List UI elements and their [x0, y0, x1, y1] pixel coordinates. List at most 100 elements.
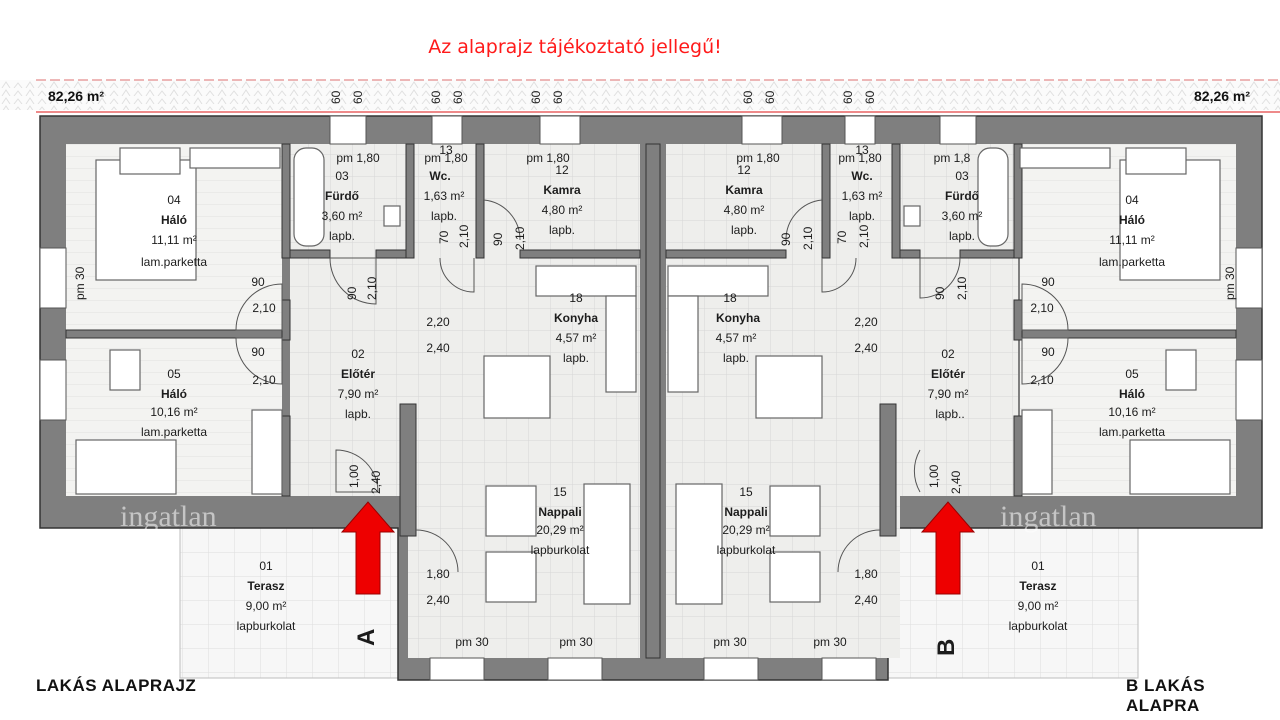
top-dim-10: 60 [863, 90, 877, 104]
room-a-02-num: 02 [351, 347, 365, 361]
room-b-15-area: 20,29 m² [722, 523, 769, 537]
dim-b-door-210-1: 2,10 [1030, 301, 1054, 315]
top-dim-8: 60 [763, 90, 777, 104]
top-dim-7: 60 [741, 90, 755, 104]
dim-b-door-90-1: 90 [1041, 275, 1055, 289]
bed-a-05 [75, 439, 177, 495]
room-a-03-name: Fürdő [325, 189, 359, 203]
room-b-03-area: 3,60 m² [942, 209, 983, 223]
room-a-02-area: 7,90 m² [338, 387, 379, 401]
sofa-b [675, 483, 723, 605]
top-dim-2: 60 [351, 90, 365, 104]
room-a-12-pm: pm 1,80 [526, 151, 570, 165]
dim-b-door-90-2: 90 [1041, 345, 1055, 359]
dim-a-open-220: 2,20 [426, 315, 450, 329]
dim-b-entry-100: 1,00 [927, 464, 941, 488]
room-a-18-num: 18 [569, 291, 583, 305]
room-a-12-num: 12 [555, 163, 569, 177]
dim-b-door-210-4: 2,10 [857, 224, 871, 248]
room-a-01-num: 01 [259, 559, 273, 573]
room-b-13-pm: pm 1,80 [838, 151, 882, 165]
floor-hall-a [290, 258, 408, 496]
dim-b-door-70: 70 [835, 230, 849, 244]
room-b-02-name: Előtér [931, 367, 965, 381]
room-a-05-floor: lam.parketta [141, 425, 207, 439]
room-b-12-floor: lapb. [731, 223, 757, 237]
room-b-12-area: 4,80 m² [724, 203, 765, 217]
terrace-b-paving [867, 527, 1139, 679]
room-a-15-name: Nappali [538, 505, 581, 519]
room-a-13-floor: lapb. [431, 209, 457, 223]
top-dim-1: 60 [329, 90, 343, 104]
room-b-18-floor: lapb. [723, 351, 749, 365]
area-label-a: 82,26 m² [48, 88, 105, 104]
interior-walls-a [65, 143, 641, 537]
footer-label-b: B LAKÁS ALAPRA [1126, 676, 1206, 715]
entrance-arrow-a [340, 501, 396, 595]
room-b-05-floor: lam.parketta [1099, 425, 1165, 439]
armchair-a-2 [485, 551, 537, 603]
room-b-04-area: 11,11 m² [1109, 233, 1155, 247]
room-b-15-num: 15 [739, 485, 753, 499]
room-b-13-floor: lapb. [849, 209, 875, 223]
room-a-03-num: 03 [335, 169, 349, 183]
dim-a-door-210-2: 2,10 [252, 373, 276, 387]
room-a-04-name: Háló [161, 213, 187, 227]
room-a-02-floor: lapb. [345, 407, 371, 421]
floor-wc-b [830, 144, 892, 258]
dining-table-b [755, 355, 823, 419]
room-a-05-num: 05 [167, 367, 181, 381]
room-a-05-area: 10,16 m² [150, 405, 197, 419]
dim-b-open-240: 2,40 [854, 341, 878, 355]
furniture [75, 147, 1231, 605]
room-b-18-num: 18 [723, 291, 737, 305]
entrance-arrow-b [920, 501, 976, 595]
dim-b-pm30-side: pm 30 [1223, 266, 1237, 300]
room-b-15-name: Nappali [724, 505, 767, 519]
room-b-03-floor: lapb. [949, 229, 975, 243]
interior-walls-b [665, 143, 1237, 537]
room-a-15-area: 20,29 m² [536, 523, 583, 537]
room-a-01-name: Terasz [247, 579, 284, 593]
room-a-15-floor: lapburkolat [531, 543, 590, 557]
room-a-01-floor: lapburkolat [237, 619, 296, 633]
kitchen-counter-b [667, 265, 769, 297]
room-b-05-area: 10,16 m² [1108, 405, 1155, 419]
room-b-05-num: 05 [1125, 367, 1139, 381]
room-a-12-name: Kamra [543, 183, 581, 197]
room-b-13-area: 1,63 m² [842, 189, 883, 203]
room-b-01-name: Terasz [1019, 579, 1056, 593]
room-b-03-pm: pm 1,8 [934, 151, 971, 165]
kitchen-counter-a [535, 265, 637, 297]
room-b-02-area: 7,90 m² [928, 387, 969, 401]
bathtub-a [293, 147, 325, 247]
sofa-a [583, 483, 631, 605]
dim-a-door-210-3: 2,10 [365, 276, 379, 300]
room-a-12-area: 4,80 m² [542, 203, 583, 217]
room-a-12-floor: lapb. [549, 223, 575, 237]
room-b-04-name: Háló [1119, 213, 1145, 227]
room-b-03-name: Fürdő [945, 189, 979, 203]
dim-b-pm30-1: pm 30 [713, 635, 747, 649]
dim-a-win-240: 2,40 [426, 593, 450, 607]
room-a-04-floor: lam.parketta [141, 255, 207, 269]
room-b-01-floor: lapburkolat [1009, 619, 1068, 633]
watermark-a: ingatlan [120, 500, 217, 533]
dim-a-entry-240: 2,40 [369, 470, 383, 494]
area-label-b: 82,26 m² [1194, 88, 1251, 104]
room-a-13-area: 1,63 m² [424, 189, 465, 203]
dim-b-pm30-2: pm 30 [813, 635, 847, 649]
floor-wc-a [414, 144, 476, 258]
party-wall [645, 143, 661, 659]
watermark-b: ingatlan [1000, 500, 1097, 533]
armchair-b-2 [769, 551, 821, 603]
dim-b-entry-240: 2,40 [949, 470, 963, 494]
dim-a-door-90-1: 90 [251, 275, 265, 289]
dining-table-a [483, 355, 551, 419]
room-b-13-num: 13 [855, 143, 869, 157]
armchair-b-1 [769, 485, 821, 537]
dim-b-door-210-2: 2,10 [1030, 373, 1054, 387]
room-a-04-num: 04 [167, 193, 181, 207]
windows [39, 115, 1263, 681]
